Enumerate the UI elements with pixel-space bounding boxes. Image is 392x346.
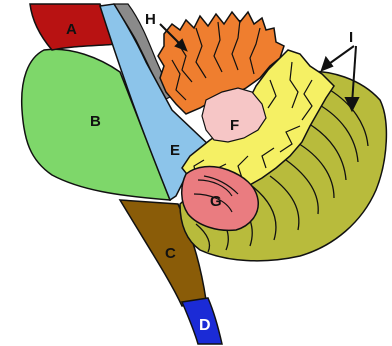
label-e: E [170, 142, 180, 159]
label-f: F [230, 117, 239, 134]
label-d: D [199, 317, 211, 334]
label-h: H [145, 11, 156, 28]
label-c: C [165, 245, 176, 262]
label-b: B [90, 113, 101, 130]
label-i: I [349, 29, 353, 46]
label-a: A [66, 21, 77, 38]
label-g: G [210, 193, 222, 210]
